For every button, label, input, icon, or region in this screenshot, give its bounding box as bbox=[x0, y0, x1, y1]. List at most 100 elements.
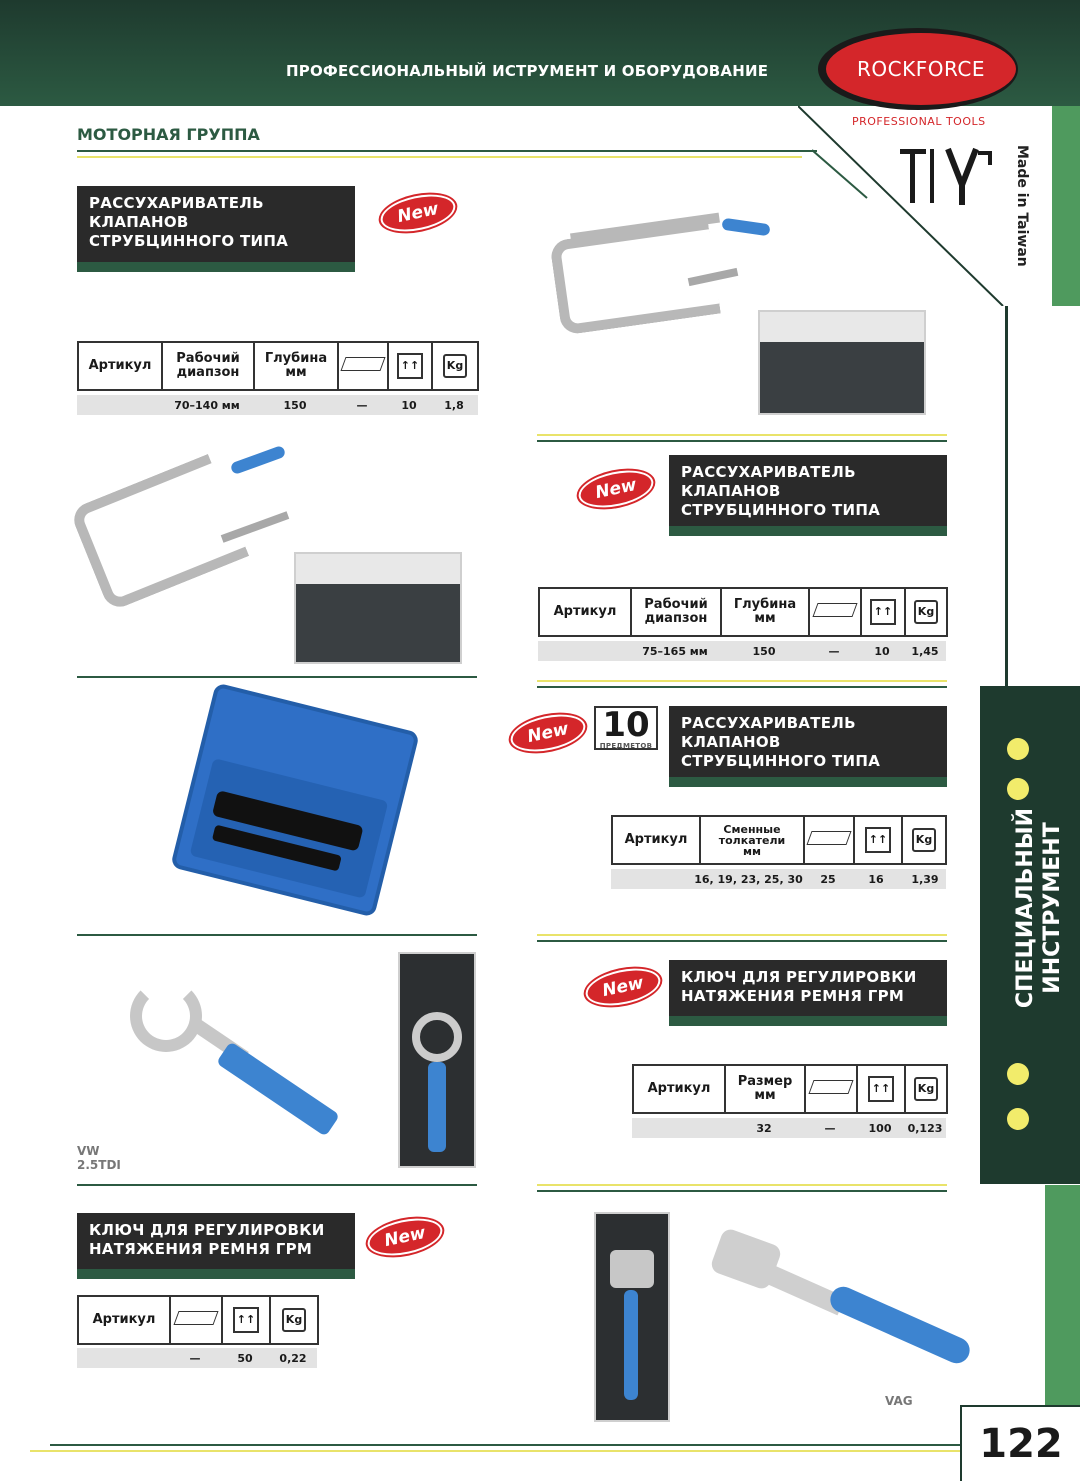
divider bbox=[537, 440, 947, 442]
made-in-taiwan: Made in Taiwan bbox=[1014, 145, 1030, 267]
value-package: — bbox=[356, 398, 368, 412]
col-range-l2: диапзон bbox=[644, 611, 708, 626]
sidebar-line-1: СПЕЦИАЛЬНЫЙ bbox=[1013, 807, 1038, 1009]
col-package bbox=[169, 1295, 223, 1345]
piece-count: 10 bbox=[602, 705, 650, 745]
footer-rule-yellow bbox=[30, 1450, 960, 1452]
product-5-values: — 50 0,22 bbox=[77, 1348, 317, 1368]
right-accent-bar-bottom bbox=[1045, 1185, 1080, 1405]
divider bbox=[77, 934, 477, 936]
divider bbox=[537, 686, 947, 688]
product-1-name-line: РАССУХАРИВАТЕЛЬ bbox=[89, 194, 264, 212]
col-repl-l1: Сменные bbox=[723, 822, 781, 836]
product-5-image bbox=[709, 1226, 975, 1376]
new-badge: New bbox=[364, 1212, 446, 1262]
package-icon bbox=[340, 357, 386, 371]
section-rule-yellow bbox=[77, 156, 802, 158]
value-box: 16 bbox=[868, 872, 884, 886]
col-size-l2: мм bbox=[754, 1088, 776, 1103]
col-range-l1: Рабочий bbox=[644, 597, 708, 612]
diagonal-line-decor bbox=[798, 106, 1004, 306]
value-replaceable: 16, 19, 23, 25, 30 bbox=[694, 872, 803, 886]
value-box: 10 bbox=[874, 644, 890, 658]
col-package bbox=[803, 815, 855, 865]
right-accent-bar bbox=[1052, 106, 1080, 306]
value-box: 100 bbox=[868, 1121, 892, 1135]
value-package: — bbox=[189, 1351, 201, 1365]
sidebar-category-label: СПЕЦИАЛЬНЫЙ ИНСТРУМЕНТ bbox=[1012, 788, 1066, 1028]
product-1-image bbox=[549, 205, 790, 345]
product-3-name-line: СТРУБЦИННОГО ТИПА bbox=[681, 752, 881, 770]
col-depth-l2: мм bbox=[285, 365, 307, 380]
product-1-name-line: СТРУБЦИННОГО ТИПА bbox=[89, 232, 289, 250]
col-article: Артикул bbox=[611, 815, 701, 865]
weight-icon: Kg bbox=[914, 600, 938, 624]
product-2-name-line: СТРУБЦИННОГО ТИПА bbox=[681, 501, 881, 519]
weight-icon: Kg bbox=[914, 1077, 938, 1101]
product-2-name-line: РАССУХАРИВАТЕЛЬ bbox=[681, 463, 856, 481]
product-3-image bbox=[170, 682, 420, 918]
col-article: Артикул bbox=[538, 587, 632, 637]
value-weight: 1,39 bbox=[911, 872, 939, 886]
col-article: Артикул bbox=[632, 1064, 726, 1114]
value-weight: 1,45 bbox=[911, 644, 939, 658]
product-4-package bbox=[398, 952, 476, 1168]
value-depth: 150 bbox=[283, 398, 307, 412]
value-box: 50 bbox=[237, 1351, 253, 1365]
value-package: — bbox=[828, 644, 840, 658]
product-2-title: РАССУХАРИВАТЕЛЬ КЛАПАНОВ СТРУБЦИННОГО ТИ… bbox=[669, 455, 947, 536]
col-depth-l1: Глубина bbox=[264, 351, 328, 366]
col-box: ↑↑ bbox=[860, 587, 906, 637]
col-package bbox=[337, 341, 389, 391]
product-5-name-line: КЛЮЧ ДЛЯ РЕГУЛИРОВКИ bbox=[89, 1221, 325, 1239]
value-package: — bbox=[824, 1121, 836, 1135]
product-5-package bbox=[594, 1212, 670, 1422]
value-weight: 0,22 bbox=[279, 1351, 307, 1365]
value-weight: 1,8 bbox=[444, 398, 464, 412]
caption-line: 2.5TDI bbox=[77, 1158, 121, 1172]
col-weight: Kg bbox=[904, 587, 948, 637]
tools-icon bbox=[900, 147, 992, 205]
value-range: 70–140 мм bbox=[174, 398, 240, 412]
product-5-spec-table: Артикул ↑↑ Kg bbox=[77, 1295, 319, 1345]
product-1-values: 70–140 мм 150 — 10 1,8 bbox=[77, 395, 478, 415]
box-qty-icon: ↑↑ bbox=[868, 1076, 894, 1102]
caption-line: VW bbox=[77, 1144, 100, 1158]
product-1-title: РАССУХАРИВАТЕЛЬ КЛАПАНОВ СТРУБЦИННОГО ТИ… bbox=[77, 186, 355, 272]
value-box: 10 bbox=[401, 398, 417, 412]
weight-icon: Kg bbox=[282, 1308, 306, 1332]
col-depth-l2: мм bbox=[754, 611, 776, 626]
col-range-l1: Рабочий bbox=[176, 351, 240, 366]
divider bbox=[537, 434, 947, 436]
col-package bbox=[804, 1064, 858, 1114]
product-3-name-line: РАССУХАРИВАТЕЛЬ bbox=[681, 714, 856, 732]
col-range-l2: диапзон bbox=[176, 365, 240, 380]
product-3-title: РАССУХАРИВАТЕЛЬ КЛАПАНОВ СТРУБЦИННОГО ТИ… bbox=[669, 706, 947, 787]
divider bbox=[537, 1184, 947, 1186]
new-badge: New bbox=[582, 962, 664, 1012]
right-divider bbox=[1005, 306, 1080, 686]
product-4-values: 32 — 100 0,123 bbox=[632, 1118, 946, 1138]
product-5-title: КЛЮЧ ДЛЯ РЕГУЛИРОВКИ НАТЯЖЕНИЯ РЕМНЯ ГРМ bbox=[77, 1213, 355, 1279]
col-size-l1: Размер bbox=[737, 1074, 793, 1089]
new-badge: New bbox=[575, 464, 657, 514]
product-2-image bbox=[68, 444, 300, 613]
product-5-name-line: НАТЯЖЕНИЯ РЕМНЯ ГРМ bbox=[89, 1240, 313, 1258]
new-badge: New bbox=[507, 708, 589, 758]
section-rule bbox=[77, 150, 817, 152]
box-qty-icon: ↑↑ bbox=[870, 599, 896, 625]
value-range: 75–165 мм bbox=[642, 644, 708, 658]
page-number: 122 bbox=[960, 1405, 1080, 1481]
box-qty-icon: ↑↑ bbox=[233, 1307, 259, 1333]
sidebar-dot bbox=[1007, 738, 1029, 760]
divider bbox=[537, 680, 947, 682]
sidebar-dot bbox=[1007, 1108, 1029, 1130]
package-icon bbox=[812, 603, 858, 617]
col-box: ↑↑ bbox=[221, 1295, 271, 1345]
